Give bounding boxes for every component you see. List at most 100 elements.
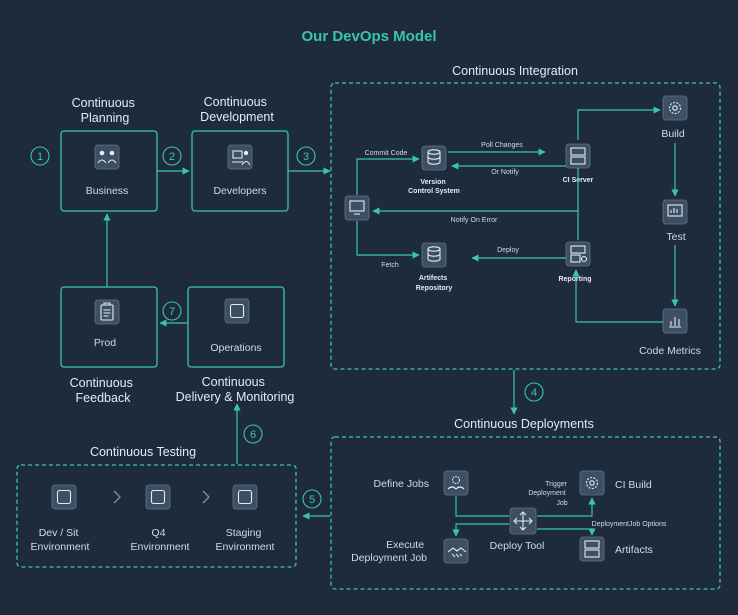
or-notify-label: Or Notify: [491, 169, 519, 176]
commit-code-label: Commit Code: [365, 150, 408, 157]
fetch-label: Fetch: [381, 262, 399, 269]
phase-continuous-delivery: Continuous Delivery & Monitoring: [176, 375, 295, 404]
job-options-label: DeploymentJob Options: [592, 521, 667, 528]
step-3: 3: [296, 146, 316, 166]
operations-label: Operations: [210, 342, 261, 354]
step-7-label: 7: [169, 306, 175, 318]
phase-planning-line1: Continuous: [72, 96, 135, 110]
phase-continuous-integration: Continuous Integration: [452, 64, 578, 78]
reporting-server-icon: [565, 241, 591, 267]
env3-line1: Staging: [226, 527, 262, 539]
step-5-label: 5: [309, 494, 315, 506]
define-jobs-label: Define Jobs: [374, 478, 429, 490]
build-label: Build: [661, 128, 685, 140]
code-metrics-bar-chart-icon: [662, 308, 688, 334]
env1-label: Dev / Sit Environment: [31, 527, 90, 553]
env1-square-icon: [51, 484, 77, 510]
deploy-tool-move-arrows-icon: [509, 507, 537, 535]
env2-square-icon: [145, 484, 171, 510]
env2-line2: Environment: [131, 541, 190, 553]
phase-development-line1: Continuous: [204, 95, 267, 109]
phase-continuous-development: Continuous Development: [200, 95, 274, 124]
env2-label: Q4 Environment: [131, 527, 190, 553]
step-2: 2: [162, 146, 182, 166]
diagram-title: Our DevOps Model: [301, 28, 436, 45]
step-6: 6: [243, 424, 263, 444]
env1-line2: Environment: [31, 541, 90, 553]
execute-job-line2: Deployment Job: [351, 552, 427, 564]
ci-to-build-arrow: [577, 106, 661, 140]
business-label: Business: [86, 185, 129, 197]
fetch-line: [356, 221, 420, 259]
trigger-job-arrow: [537, 497, 596, 517]
phase-continuous-testing: Continuous Testing: [90, 445, 196, 459]
execute-job-handshake-icon: [443, 538, 469, 564]
step-1: 1: [30, 146, 50, 166]
build-gear-icon: [662, 95, 688, 121]
phase-continuous-feedback: Continuous Feedback: [70, 376, 137, 405]
phase-continuous-deployments: Continuous Deployments: [454, 417, 594, 431]
trigger-job-label: Trigger Deployment Job: [528, 481, 569, 507]
step-4-label: 4: [531, 387, 537, 399]
artifacts-repo-line1: Artifects: [419, 275, 448, 282]
env2-line1: Q4: [152, 527, 166, 539]
ci-server-icon: [565, 143, 591, 169]
step-2-label: 2: [169, 151, 175, 163]
notify-on-error-arrow: [372, 168, 579, 215]
test-monitor-chart-icon: [662, 199, 688, 225]
business-box: [60, 130, 158, 212]
artifacts-server-icon: [579, 536, 605, 562]
define-jobs-line: [455, 496, 509, 517]
developers-label: Developers: [213, 185, 266, 197]
developers-box: [191, 130, 289, 212]
clipboard-icon: [94, 299, 120, 325]
testing-container: [16, 464, 297, 568]
define-jobs-hand-gear-icon: [443, 470, 469, 496]
artifacts-repo-database-icon: [421, 242, 447, 268]
trigger-job-line3: Job: [556, 500, 567, 507]
execute-job-line1: Execute: [386, 539, 424, 551]
step-1-label: 1: [37, 151, 43, 163]
notify-on-error-label: Notify On Error: [451, 217, 498, 224]
execute-job-arrow: [452, 523, 509, 537]
phase-feedback-line1: Continuous: [70, 376, 133, 390]
deploy-tool-label: Deploy Tool: [490, 540, 545, 552]
phase-development-line2: Development: [200, 110, 274, 124]
execute-job-label: Execute Deployment Job: [351, 539, 427, 564]
reporting-label: Reporting: [558, 276, 591, 283]
step-5: 5: [302, 489, 322, 509]
operations-box: [187, 286, 285, 368]
prod-label: Prod: [94, 337, 116, 349]
artifacts-label: Artifacts: [615, 544, 653, 556]
trigger-job-line1: Trigger: [545, 481, 568, 488]
env3-line2: Environment: [216, 541, 275, 553]
env3-label: Staging Environment: [216, 527, 275, 553]
deploy-label: Deploy: [497, 247, 519, 254]
phase-delivery-line1: Continuous: [202, 375, 265, 389]
code-metrics-label: Code Metrics: [639, 345, 701, 357]
artifacts-repo-label: Artifects Repository: [416, 275, 453, 292]
monitor-icon: [344, 195, 370, 221]
team-icon: [94, 144, 120, 170]
vcs-label-line1: Version: [420, 179, 445, 186]
phase-delivery-line2: Delivery & Monitoring: [176, 390, 295, 404]
chevron-right-icon: [202, 490, 210, 504]
metrics-to-reporting-arrow: [572, 269, 663, 323]
deployments-container: [330, 436, 721, 590]
vcs-label-line2: Control System: [408, 188, 460, 195]
commit-code-line: [356, 155, 420, 195]
phase-planning-line2: Planning: [81, 111, 130, 125]
step-7: 7: [162, 301, 182, 321]
job-options-arrow: [537, 528, 596, 536]
step-3-label: 3: [303, 151, 309, 163]
vcs-database-icon: [421, 145, 447, 171]
env1-line1: Dev / Sit: [39, 527, 79, 539]
ci-build-gear-icon: [579, 470, 605, 496]
square-icon: [224, 298, 250, 324]
poll-changes-label: Poll Changes: [481, 142, 523, 149]
env3-square-icon: [232, 484, 258, 510]
phase-feedback-line2: Feedback: [76, 391, 132, 405]
trigger-job-line2: Deployment: [528, 490, 565, 497]
prod-box: [60, 286, 158, 368]
